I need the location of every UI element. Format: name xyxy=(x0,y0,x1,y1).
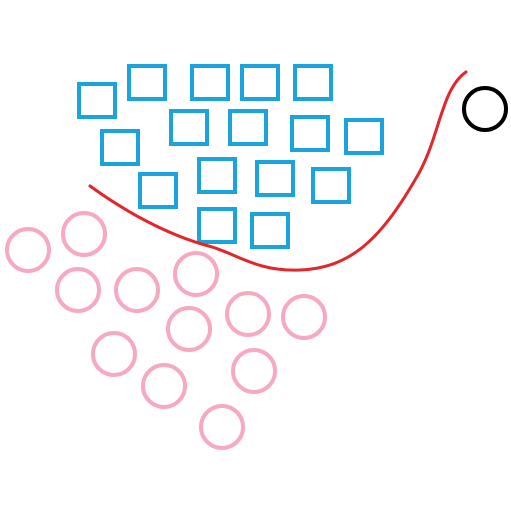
blue-square xyxy=(197,157,237,194)
blue-square xyxy=(100,129,140,166)
blue-square xyxy=(190,64,230,101)
blue-square xyxy=(255,160,295,197)
pink-circle xyxy=(166,306,212,352)
pink-circle xyxy=(61,211,107,257)
red-boundary-curve xyxy=(88,70,468,272)
blue-square xyxy=(228,109,268,146)
pink-circle xyxy=(281,294,327,340)
pink-circle xyxy=(141,363,187,409)
blue-square xyxy=(240,64,280,101)
blue-squares-group xyxy=(77,64,384,249)
pink-circle xyxy=(91,331,137,377)
pink-circle xyxy=(173,251,219,297)
pink-circles-group xyxy=(5,211,327,450)
pink-circle xyxy=(114,267,160,313)
pink-circle xyxy=(199,404,245,450)
blue-square xyxy=(344,118,384,155)
blue-square xyxy=(293,64,333,101)
blue-square xyxy=(250,212,290,249)
blue-square xyxy=(127,64,167,101)
blue-square xyxy=(290,115,330,152)
blue-square xyxy=(169,109,209,146)
blue-square xyxy=(311,167,351,204)
blue-square xyxy=(197,207,237,244)
pink-circle xyxy=(231,348,277,394)
pink-circle xyxy=(55,267,101,313)
black-open-circle xyxy=(462,86,508,132)
blue-square xyxy=(138,172,178,209)
pink-circle xyxy=(5,227,51,273)
pink-circle xyxy=(225,291,271,337)
blue-square xyxy=(77,82,117,119)
